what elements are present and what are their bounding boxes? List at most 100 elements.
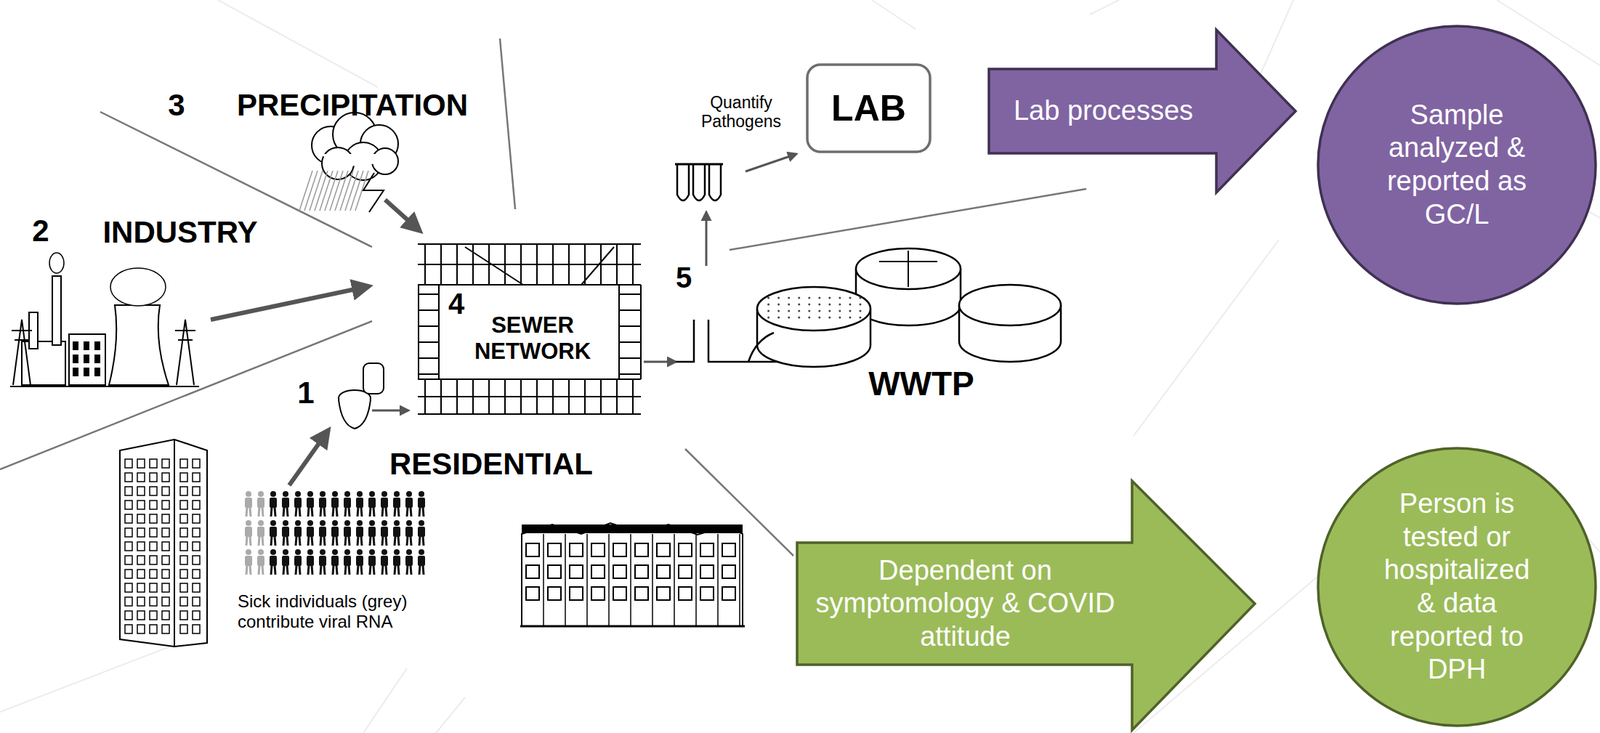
window	[526, 587, 540, 601]
flow-arrow	[289, 430, 329, 486]
person	[369, 549, 375, 556]
window	[137, 500, 145, 510]
window	[137, 514, 145, 524]
factory-window	[94, 367, 101, 377]
window	[192, 486, 200, 496]
window	[162, 459, 170, 468]
flow-arrow	[643, 361, 676, 364]
window	[547, 587, 561, 601]
people-grid	[336, 565, 338, 575]
window	[162, 583, 170, 593]
sewer-network	[488, 379, 490, 415]
node-text-area: Dependent on symptomology & COVID attitu…	[798, 542, 1133, 665]
window	[137, 459, 145, 468]
people-grid	[369, 507, 371, 517]
window	[180, 624, 188, 634]
window	[569, 565, 583, 579]
window	[591, 565, 605, 579]
part-label: PRECIPITATION	[236, 87, 468, 123]
tank-dot	[838, 303, 841, 306]
person	[368, 526, 376, 537]
smoke	[49, 252, 64, 274]
node-text-area: Person is tested or hospitalized & data …	[1369, 467, 1545, 707]
sample-tube	[693, 164, 705, 201]
person	[294, 555, 302, 567]
node-shape	[1315, 446, 1598, 729]
caption-note: Sick individuals (grey) contribute viral…	[237, 591, 463, 632]
sewer-network	[619, 341, 641, 343]
sample-tube	[677, 164, 689, 201]
people-grid	[348, 536, 350, 546]
sewer-network	[456, 379, 458, 415]
person	[282, 491, 289, 498]
node-label: Dependent on symptomology & COVID attitu…	[801, 554, 1130, 654]
window	[547, 565, 561, 579]
people-grid	[348, 507, 350, 517]
people-grid	[324, 536, 325, 546]
person	[417, 555, 426, 567]
tank-dot	[858, 316, 862, 319]
toilet	[338, 399, 371, 429]
person	[418, 520, 425, 527]
window	[137, 542, 145, 551]
person	[343, 555, 351, 567]
window	[162, 514, 170, 524]
person	[306, 497, 314, 508]
pylon	[13, 319, 31, 386]
window	[137, 569, 145, 579]
people-grid	[299, 565, 301, 575]
person	[356, 526, 364, 537]
row-houses	[520, 625, 745, 628]
people-grid	[332, 565, 334, 575]
person	[294, 497, 302, 508]
sewer-network	[488, 244, 490, 285]
divider-lines	[499, 38, 516, 210]
sewer-network	[417, 243, 641, 245]
flow-arrow	[372, 409, 409, 412]
toilet	[338, 363, 384, 429]
window	[700, 543, 714, 557]
people-grid	[332, 536, 334, 546]
people-grid	[419, 565, 420, 575]
people-grid	[406, 565, 408, 575]
tank-dot	[818, 316, 821, 319]
factory-window	[83, 341, 90, 351]
person	[406, 520, 412, 527]
window	[162, 555, 170, 565]
people-grid	[262, 565, 264, 575]
people-grid	[382, 565, 383, 575]
background-line	[1089, 0, 1119, 15]
tank-dot	[828, 310, 831, 313]
people-grid	[287, 507, 288, 517]
window	[162, 597, 170, 606]
factory	[10, 385, 200, 388]
people-grid	[345, 536, 346, 546]
node-text-area: Sample analyzed & reported as GC/L	[1369, 53, 1545, 277]
person	[295, 520, 301, 527]
people-grid	[369, 565, 371, 575]
toilet-tank	[363, 363, 384, 394]
sewer-network	[438, 284, 440, 380]
people-grid	[283, 507, 285, 517]
window	[137, 597, 145, 606]
person	[417, 526, 426, 537]
person	[282, 520, 289, 527]
pipe	[748, 332, 774, 362]
window	[635, 543, 649, 557]
window	[678, 587, 692, 601]
people-grid	[249, 507, 251, 517]
people-grid	[320, 507, 322, 517]
sewer-network	[456, 244, 458, 285]
people-grid	[262, 536, 264, 546]
node-text-area: LAB	[805, 63, 932, 154]
part-label: RESIDENTIAL	[389, 446, 593, 482]
people-grid	[332, 507, 334, 517]
lab-box: LAB	[805, 63, 932, 154]
window	[192, 473, 200, 482]
window	[192, 542, 200, 551]
window	[149, 500, 157, 510]
sewer-network	[504, 244, 506, 285]
sewer-network	[418, 325, 439, 327]
part-label: INDUSTRY	[102, 215, 258, 250]
